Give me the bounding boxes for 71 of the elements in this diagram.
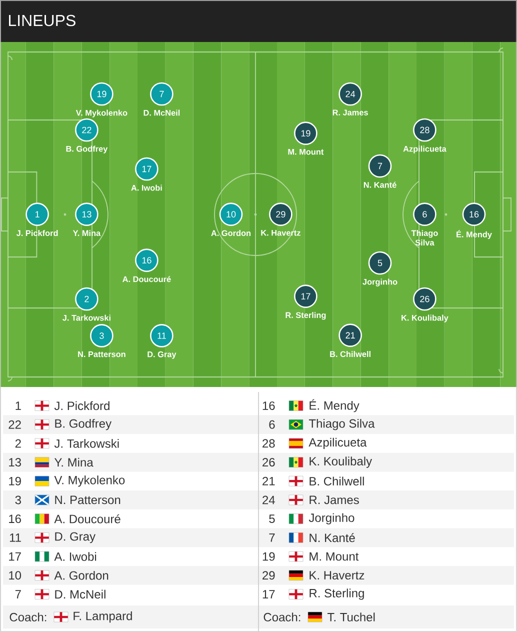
player-name: Thiago Silva [308, 418, 375, 430]
player-name: J. Tarkowski [62, 314, 110, 321]
player-name: Azpilicueta [403, 146, 446, 154]
player-name: R. Sterling [310, 588, 364, 600]
player-name: J. Pickford [54, 401, 110, 410]
shirt-number: 28 [262, 439, 275, 448]
player-name: M. Mount [310, 552, 359, 561]
shirt-number: 10 [9, 571, 22, 580]
shirt-number: 7 [15, 590, 21, 598]
player-name: A. Gordon [211, 230, 251, 236]
coach-name: T. Tuchel [327, 612, 375, 622]
shirt-number: 29 [262, 571, 275, 580]
shirt-number: 13 [9, 458, 21, 466]
player-name: B. Chilwell [310, 476, 364, 486]
coach-label: Coach: [10, 612, 46, 622]
shirt-number: 24 [262, 496, 275, 504]
player-name: É. Mendy [456, 230, 492, 239]
header-bar: LINEUPS [0, 0, 517, 42]
player-name: Jorginho [308, 513, 354, 524]
player-name: Jorginho [362, 278, 398, 286]
player-name: Y. Mina [72, 230, 101, 236]
player-name: R. Sterling [286, 312, 326, 320]
shirt-number: 11 [10, 534, 21, 542]
shirt-number: 6 [269, 420, 275, 429]
player-name: J. Pickford [16, 230, 58, 236]
player-name: B. Chilwell [330, 351, 370, 358]
shirt-number: 16 [262, 401, 275, 410]
player-name: N. Patterson [78, 351, 126, 358]
shirt-number: 2 [15, 439, 21, 448]
coach-name: F. Lampard [74, 611, 132, 623]
shirt-number: 16 [9, 514, 21, 524]
player-name: K. Havertz [310, 571, 364, 580]
player-name: K. Havertz [261, 230, 300, 236]
player-name: D. McNeil [55, 590, 106, 599]
player-name: N. Patterson [55, 496, 120, 504]
player-name: B. Godfrey [55, 418, 112, 430]
shirt-number: 22 [8, 420, 21, 429]
coach-label: Coach: [264, 612, 300, 622]
shirt-number: 19 [262, 552, 275, 561]
player-name: M. Mount [288, 149, 324, 155]
player-name: V. Mykolenko [54, 476, 125, 487]
player-name: V. Mykolenko [76, 110, 128, 118]
shirt-number: 17 [262, 590, 275, 598]
shirt-number: 17 [9, 552, 21, 561]
shirt-number: 21 [262, 476, 275, 486]
player-name: R. James [310, 496, 359, 504]
player-name: Thiago Silva [411, 230, 438, 246]
player-name: É. Mendy [310, 399, 360, 412]
player-name: B. Godfrey [66, 146, 108, 154]
player-name: A. Gordon [54, 570, 108, 580]
player-name: K. Koulibaly [402, 314, 448, 322]
shirt-number: 19 [9, 476, 21, 486]
shirt-number: 3 [15, 496, 21, 504]
player-name: N. Kanté [310, 533, 355, 542]
shirt-number: 5 [269, 514, 275, 523]
player-name: N. Kanté [364, 182, 396, 188]
player-name: A. Iwobi [54, 552, 96, 561]
player-name: J. Tarkowski [54, 439, 119, 448]
player-name: A. Iwobi [131, 184, 162, 191]
player-name: Y. Mina [54, 458, 94, 467]
player-name: D. McNeil [144, 110, 180, 116]
player-name: R. James [332, 110, 368, 116]
shirt-number: 7 [269, 534, 275, 542]
player-name: A. Doucouré [54, 514, 120, 524]
player-name: A. Doucouré [122, 276, 171, 282]
shirt-number: 26 [262, 458, 275, 466]
player-name: K. Koulibaly [310, 456, 372, 468]
player-name: Azpilicueta [308, 438, 367, 449]
player-name: D. Gray [55, 532, 96, 544]
player-name: D. Gray [148, 351, 176, 359]
shirt-number: 1 [16, 402, 21, 410]
